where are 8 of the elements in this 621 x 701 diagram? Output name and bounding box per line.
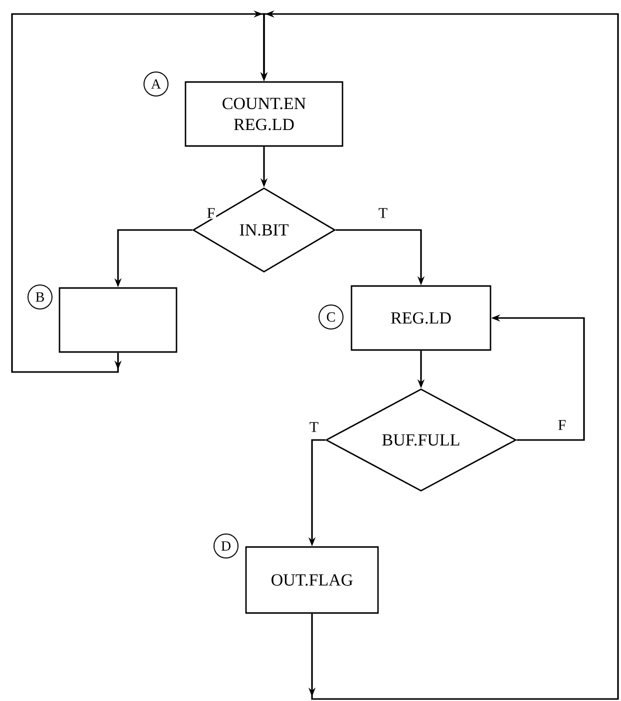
process-box: COUNT.EN REG.LD xyxy=(184,81,344,147)
edge-label: F xyxy=(206,207,216,219)
process-box: REG.LD xyxy=(350,285,492,351)
edge-label: F xyxy=(556,419,568,431)
process-box xyxy=(58,287,178,353)
edge-label: T xyxy=(377,207,389,219)
process-box: OUT.FLAG xyxy=(245,546,379,614)
edge-label: T xyxy=(308,421,320,433)
